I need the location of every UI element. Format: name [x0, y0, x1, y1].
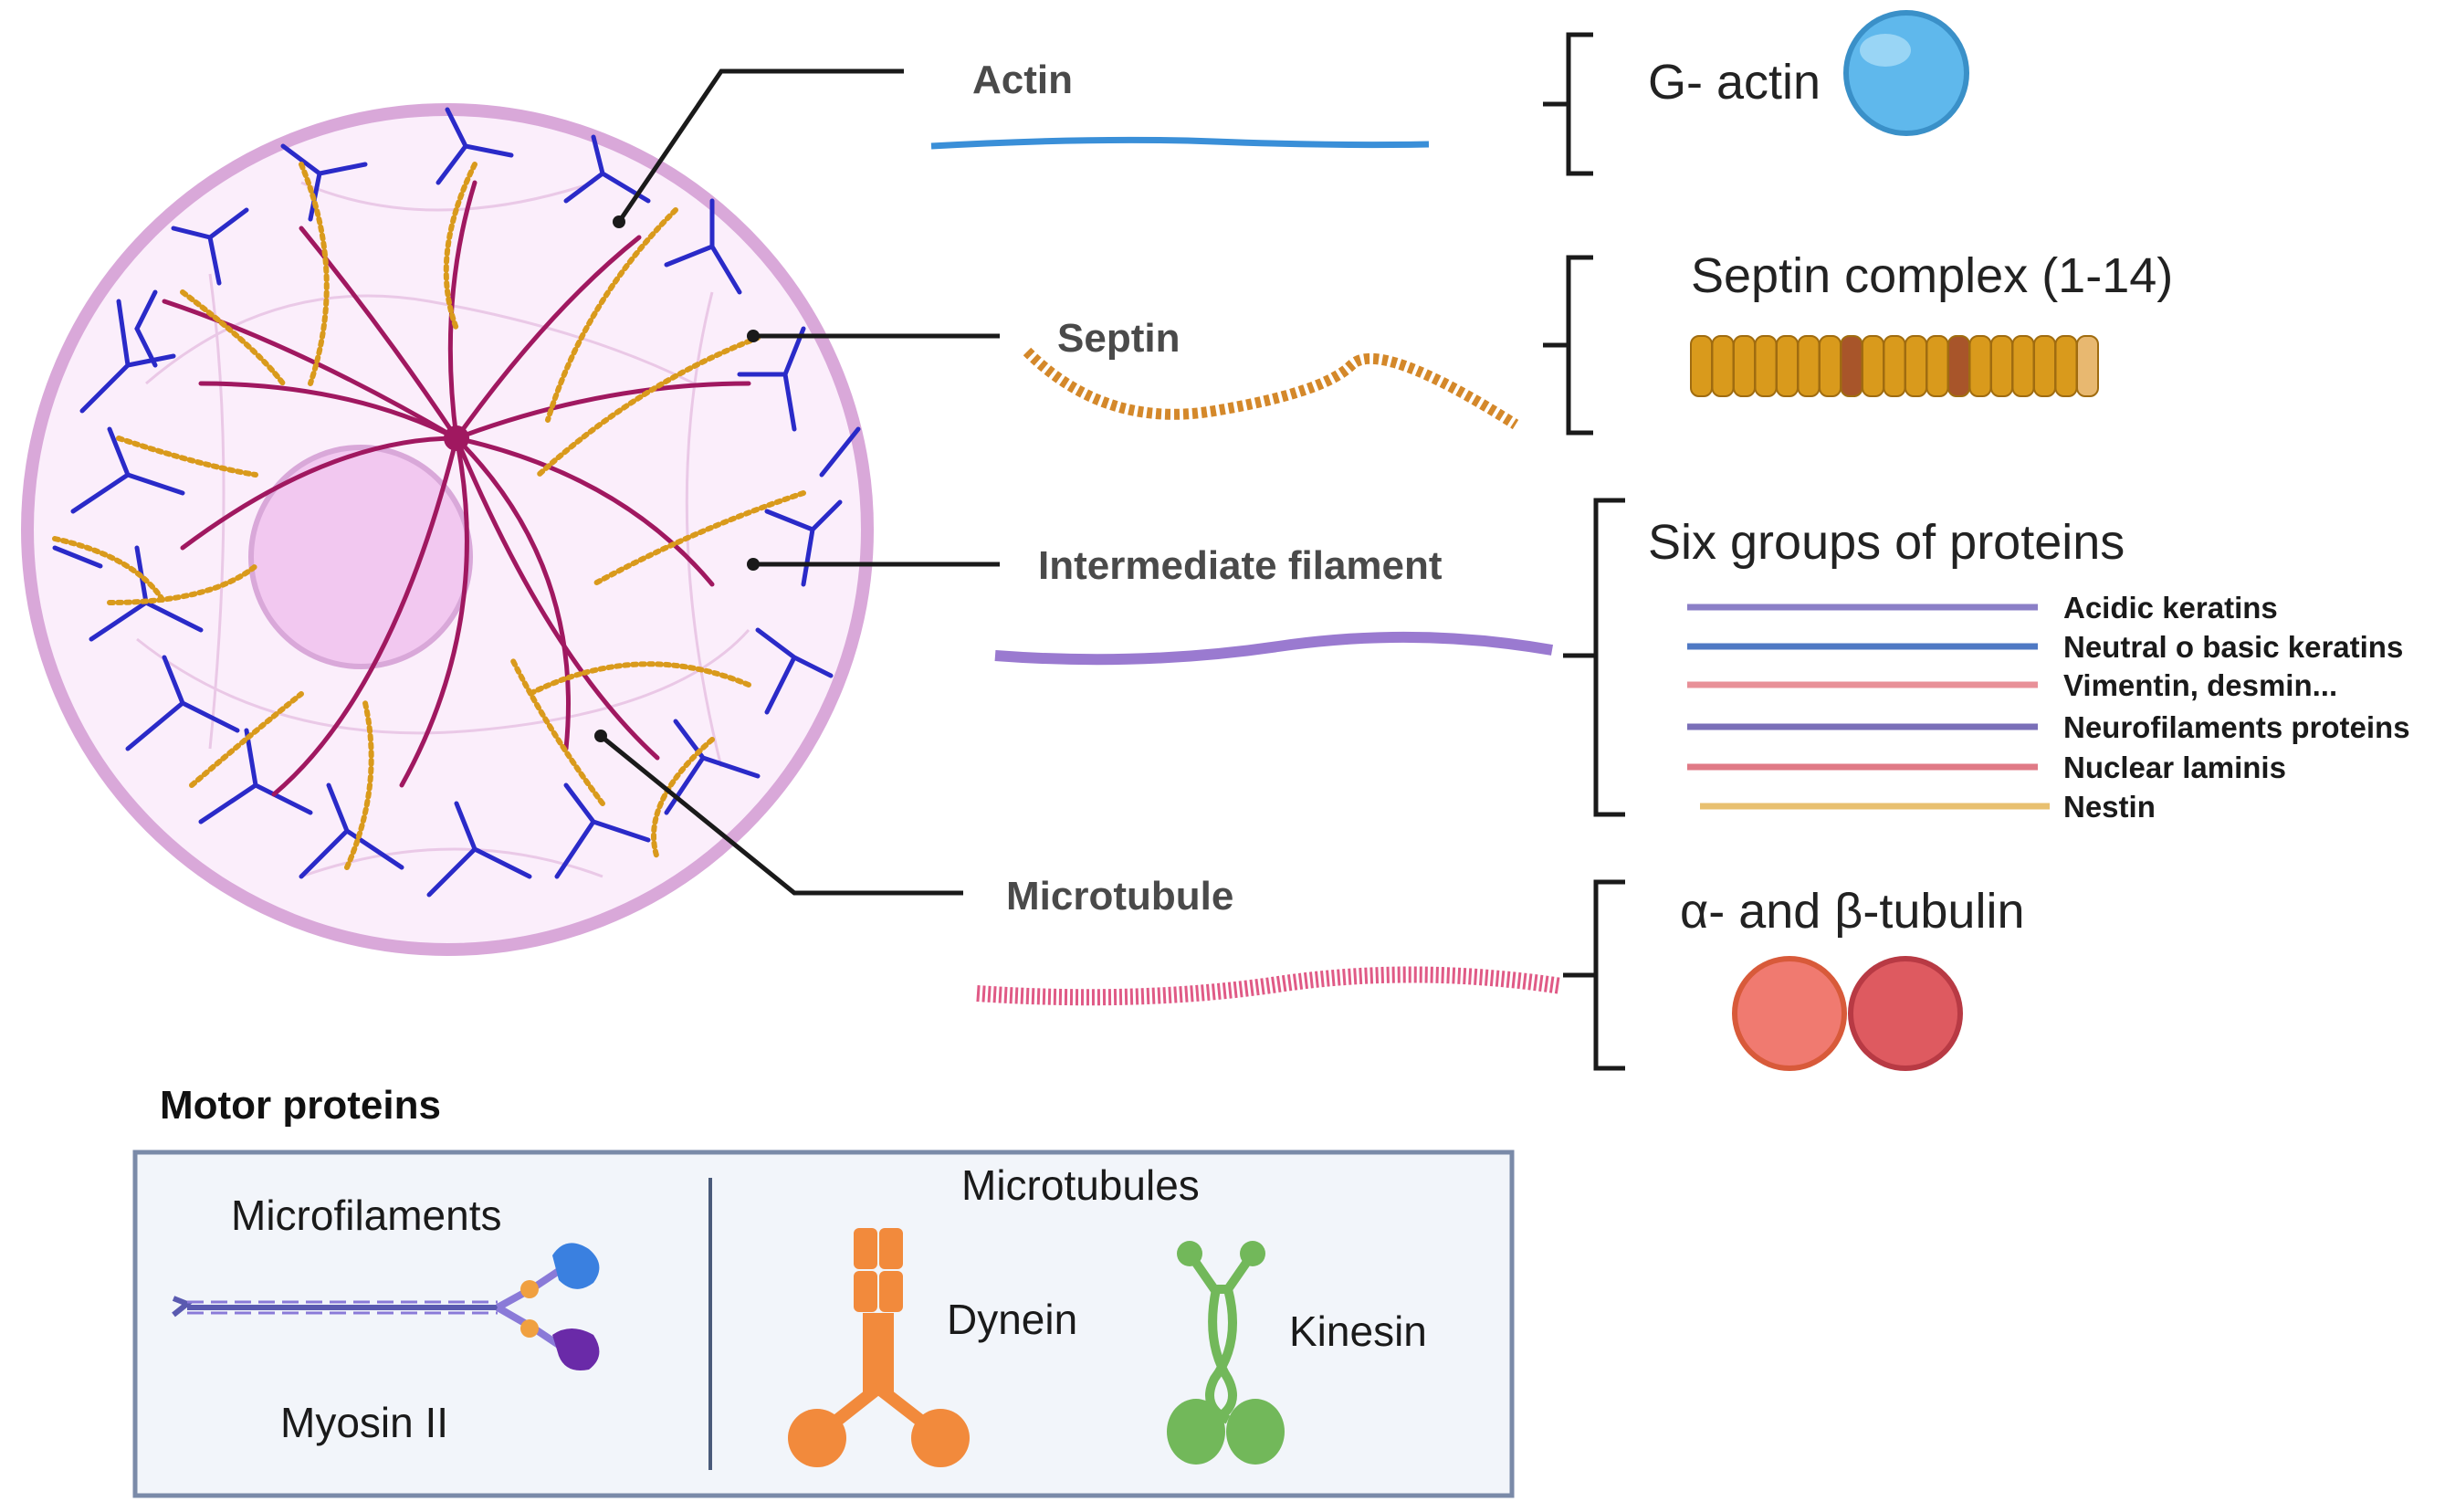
- g-actin-label: G- actin: [1648, 55, 1821, 110]
- tubulin-dimer: [1732, 956, 1963, 1071]
- alpha-tubulin: [1732, 956, 1847, 1071]
- septin-network: [52, 162, 806, 870]
- septin-bead: [1905, 335, 1927, 397]
- intermediate-filament-label: Intermediate filament: [1038, 543, 1443, 588]
- septin-bead: [1926, 335, 1949, 397]
- kinesin-icon: [1167, 1241, 1285, 1465]
- myosin-ii-label: Myosin II: [280, 1399, 448, 1446]
- dynein-icon: [788, 1228, 970, 1467]
- centrosome: [444, 425, 469, 451]
- actin-leader: [616, 68, 904, 224]
- protein-group-label: Nuclear laminis: [2063, 751, 2286, 784]
- tubulin-label: α- and β-tubulin: [1680, 884, 2024, 939]
- protein-group-label: Acidic keratins: [2063, 591, 2278, 625]
- brackets: [1543, 32, 1625, 1071]
- microtubule-leader: [599, 734, 963, 896]
- cell-illustration: [21, 103, 874, 956]
- septin-bead: [1862, 335, 1884, 397]
- septin-complex-label: Septin complex (1-14): [1691, 248, 2173, 303]
- septin-bead: [1690, 335, 1713, 397]
- motor-proteins-title: Motor proteins: [160, 1083, 441, 1128]
- actin-filament: [930, 136, 1430, 150]
- septin-bracket: [1543, 255, 1593, 436]
- septin-bead: [1797, 335, 1821, 397]
- leader-lines: [599, 68, 1000, 896]
- septin-bead: [1733, 335, 1756, 397]
- actin-label: Actin: [972, 58, 1073, 102]
- septin-bead: [1711, 335, 1735, 397]
- septin-bead: [1968, 335, 1992, 397]
- septin-bead: [2076, 335, 2099, 397]
- septin-bead: [2011, 335, 2035, 397]
- microtubule-bracket: [1563, 879, 1625, 1071]
- septin-bead: [1840, 335, 1863, 397]
- septin-bead: [1947, 335, 1970, 397]
- septin-bead: [1754, 335, 1778, 397]
- six-groups-label: Six groups of proteins: [1648, 515, 2125, 570]
- kinesin-label: Kinesin: [1289, 1307, 1427, 1355]
- septin-bead: [1819, 335, 1842, 397]
- g-actin-ball: [1843, 10, 1969, 136]
- protein-group-label: Neurofilaments proteins: [2063, 710, 2410, 744]
- septin-label: Septin: [1057, 316, 1180, 361]
- septin-bead: [2033, 335, 2056, 397]
- microtubule-filament: [976, 966, 1563, 1006]
- beta-tubulin: [1848, 956, 1963, 1071]
- protein-group-label: Nestin: [2063, 790, 2156, 824]
- myosin-ii-icon: [172, 1243, 600, 1370]
- septin-bead: [1883, 335, 1906, 397]
- protein-group-label: Vimentin, desmin...: [2063, 668, 2337, 702]
- intermediate-bracket: [1563, 498, 1625, 817]
- intermediate-filament-sample: [994, 631, 1554, 666]
- actin-bracket: [1543, 32, 1593, 176]
- septin-bead: [1990, 335, 2013, 397]
- dynein-label: Dynein: [947, 1296, 1077, 1343]
- septin-filament: [1023, 347, 1519, 430]
- septin-bead: [1776, 335, 1799, 397]
- microtubule-label: Microtubule: [1006, 874, 1233, 919]
- nucleus: [248, 445, 473, 669]
- septin-bead: [2054, 335, 2078, 397]
- protein-group-label: Neutral o basic keratins: [2063, 630, 2403, 664]
- septin-complex-beads: [1690, 335, 2099, 397]
- microfilaments-label: Microfilaments: [231, 1192, 502, 1239]
- microtubules-label: Microtubules: [961, 1161, 1200, 1209]
